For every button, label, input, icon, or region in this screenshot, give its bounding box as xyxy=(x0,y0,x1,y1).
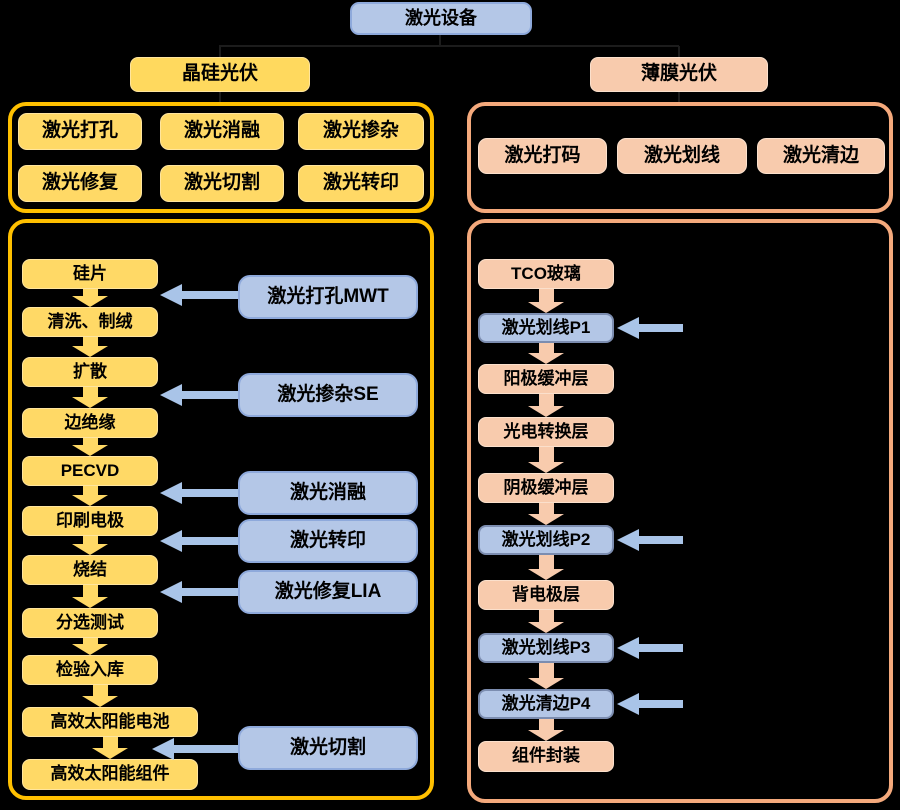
left-tool-box: 激光切割 xyxy=(160,165,284,202)
down-arrow-icon xyxy=(72,337,108,357)
down-arrow-icon xyxy=(72,289,108,307)
flow-step-box: 背电极层 xyxy=(478,580,614,610)
down-arrow-icon xyxy=(72,638,108,655)
down-arrow-icon xyxy=(82,685,118,707)
left-branch-header: 晶硅光伏 xyxy=(130,57,310,92)
flow-step-box: 烧结 xyxy=(22,555,158,585)
flow-step-box: 阴极缓冲层 xyxy=(478,473,614,503)
laser-flow-step-box: 激光划线P1 xyxy=(478,313,614,343)
left-tool-box: 激光转印 xyxy=(298,165,424,202)
down-arrow-icon xyxy=(528,719,564,741)
down-arrow-icon xyxy=(528,663,564,689)
flow-step-box: 高效太阳能电池 xyxy=(22,707,198,737)
flow-step-box: 组件封装 xyxy=(478,741,614,772)
laser-step-label: 激光打孔MWT xyxy=(238,275,418,319)
connector-title-stub xyxy=(439,35,441,46)
laser-step-label: 激光切割 xyxy=(238,726,418,770)
right-branch-header: 薄膜光伏 xyxy=(590,57,768,92)
left-arrow-icon xyxy=(160,383,238,407)
right-process-container xyxy=(467,219,893,803)
right-tools-container xyxy=(467,102,893,213)
right-tool-box: 激光划线 xyxy=(617,138,747,174)
left-tool-box: 激光修复 xyxy=(18,165,142,202)
left-arrow-icon xyxy=(160,283,238,307)
left-arrow-icon xyxy=(160,481,238,505)
down-arrow-icon xyxy=(72,387,108,408)
left-tool-box: 激光掺杂 xyxy=(298,113,424,150)
right-tool-box: 激光打码 xyxy=(478,138,607,174)
laser-flow-step-box: 激光划线P3 xyxy=(478,633,614,663)
laser-step-label: 激光掺杂SE xyxy=(238,373,418,417)
left-arrow-icon xyxy=(160,529,238,553)
connector-branch-horizontal xyxy=(219,45,679,47)
left-arrow-icon xyxy=(617,636,683,660)
down-arrow-icon xyxy=(528,289,564,313)
laser-step-label: 激光消融 xyxy=(238,471,418,515)
left-arrow-icon xyxy=(617,528,683,552)
down-arrow-icon xyxy=(72,438,108,456)
connector-right-branch xyxy=(678,46,680,57)
root-title-box: 激光设备 xyxy=(350,2,532,35)
left-process-container xyxy=(8,219,434,800)
left-arrow-icon xyxy=(152,737,238,761)
down-arrow-icon xyxy=(528,394,564,417)
down-arrow-icon xyxy=(528,343,564,364)
left-tool-box: 激光打孔 xyxy=(18,113,142,150)
down-arrow-icon xyxy=(528,503,564,525)
laser-step-label: 激光转印 xyxy=(238,519,418,563)
down-arrow-icon xyxy=(528,447,564,473)
flow-step-box: 清洗、制绒 xyxy=(22,307,158,337)
left-arrow-icon xyxy=(160,580,238,604)
connector-right-header-stub xyxy=(678,92,680,102)
down-arrow-icon xyxy=(92,737,128,759)
flow-step-box: 边绝缘 xyxy=(22,408,158,438)
flow-step-box: 分选测试 xyxy=(22,608,158,638)
down-arrow-icon xyxy=(72,585,108,608)
flow-step-box: 检验入库 xyxy=(22,655,158,685)
flow-step-box: 高效太阳能组件 xyxy=(22,759,198,790)
down-arrow-icon xyxy=(72,486,108,506)
left-tool-box: 激光消融 xyxy=(160,113,284,150)
laser-step-label: 激光修复LIA xyxy=(238,570,418,614)
down-arrow-icon xyxy=(72,536,108,555)
flow-step-box: 光电转换层 xyxy=(478,417,614,447)
connector-left-header-stub xyxy=(219,92,221,102)
connector-left-branch xyxy=(219,46,221,57)
flow-step-box: 印刷电极 xyxy=(22,506,158,536)
left-arrow-icon xyxy=(617,316,683,340)
flow-step-box: PECVD xyxy=(22,456,158,486)
laser-flow-step-box: 激光清边P4 xyxy=(478,689,614,719)
left-arrow-icon xyxy=(617,692,683,716)
flow-step-box: 阳极缓冲层 xyxy=(478,364,614,394)
left-tools-container xyxy=(8,102,434,213)
down-arrow-icon xyxy=(528,610,564,633)
laser-flow-step-box: 激光划线P2 xyxy=(478,525,614,555)
flow-step-box: 扩散 xyxy=(22,357,158,387)
down-arrow-icon xyxy=(528,555,564,580)
right-tool-box: 激光清边 xyxy=(757,138,885,174)
flow-step-box: TCO玻璃 xyxy=(478,259,614,289)
flow-step-box: 硅片 xyxy=(22,259,158,289)
